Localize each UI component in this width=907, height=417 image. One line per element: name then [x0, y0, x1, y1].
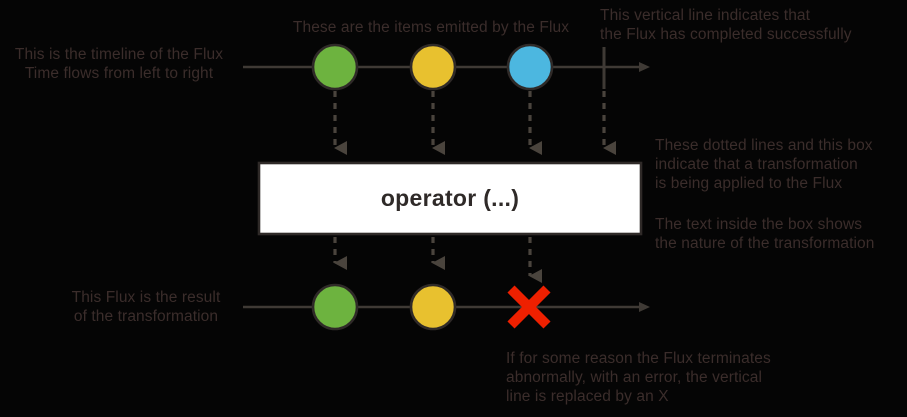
- marble-yellow: [409, 43, 457, 91]
- annotation-completion-line: This vertical line indicates that the Fl…: [600, 7, 852, 43]
- marble-blue: [506, 43, 554, 91]
- transform-in-arrows: [333, 91, 616, 155]
- operator-box: [257, 161, 643, 236]
- error-cross-icon: [507, 285, 551, 329]
- annotation-error-note: If for some reason the Flux terminates a…: [506, 350, 771, 405]
- transform-out-arrows: [333, 237, 542, 283]
- marble-green: [311, 43, 359, 91]
- source-marbles: [311, 43, 554, 91]
- annotation-source-timeline: This is the timeline of the Flux Time fl…: [14, 46, 224, 82]
- marble-yellow: [409, 283, 457, 331]
- annotation-transformation: These dotted lines and this box indicate…: [655, 137, 873, 192]
- annotation-result-timeline: This Flux is the result of the transform…: [71, 289, 221, 325]
- result-marbles: [311, 283, 457, 331]
- annotation-box-text-meaning: The text inside the box shows the nature…: [655, 216, 875, 252]
- annotation-items-emitted: These are the items emitted by the Flux: [292, 19, 570, 36]
- marble-green: [311, 283, 359, 331]
